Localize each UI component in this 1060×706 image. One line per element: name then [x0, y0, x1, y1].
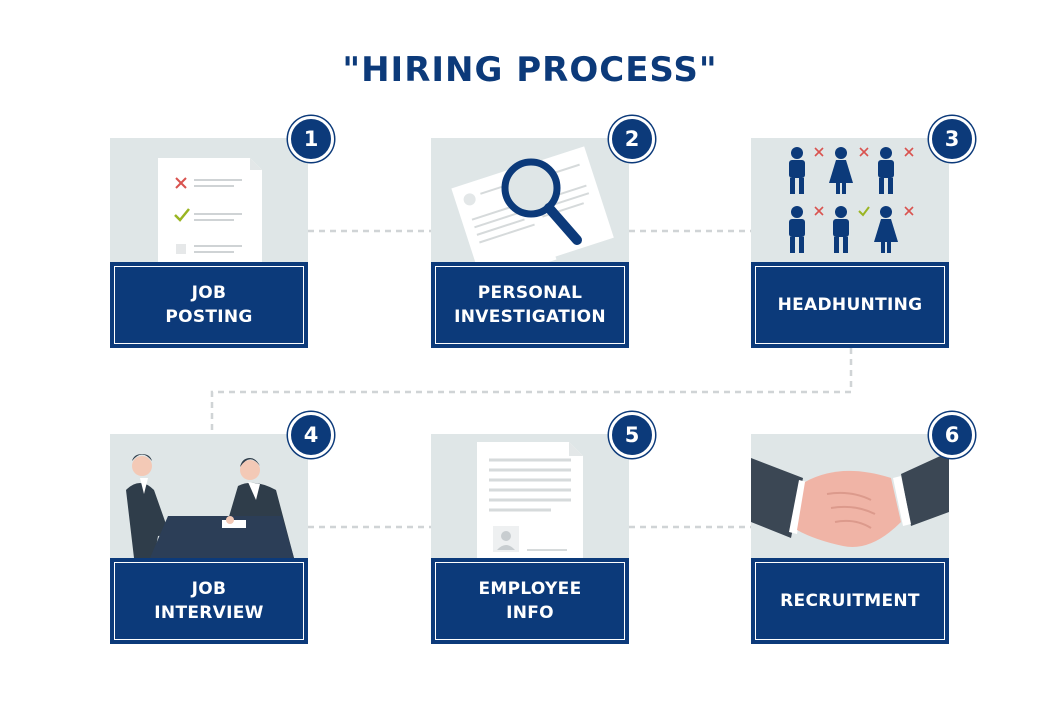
step-label: PERSONAL INVESTIGATION	[431, 262, 629, 348]
step-number-badge: 6	[929, 412, 975, 458]
step-illustration	[751, 138, 949, 262]
step-label: JOB POSTING	[110, 262, 308, 348]
employee-file-icon	[477, 442, 583, 558]
step-headhunting: HEADHUNTING 3	[751, 116, 975, 348]
step-number-badge: 3	[929, 116, 975, 162]
step-number-badge: 4	[288, 412, 334, 458]
interview-meeting-icon	[126, 454, 294, 558]
step-number-badge: 2	[609, 116, 655, 162]
step-label: EMPLOYEE INFO	[431, 558, 629, 644]
magnifier-resume-icon	[451, 146, 614, 262]
step-label: JOB INTERVIEW	[110, 558, 308, 644]
step-recruitment: RECRUITMENT 6	[751, 412, 975, 644]
step-number-badge: 5	[609, 412, 655, 458]
step-personal-investigation: PERSONAL INVESTIGATION 2	[431, 116, 655, 348]
step-job-interview: JOB INTERVIEW 4	[110, 412, 334, 644]
candidate-selection-icon	[789, 147, 914, 253]
checklist-document-icon	[158, 158, 262, 262]
step-job-posting: JOB POSTING 1	[110, 116, 334, 348]
step-illustration	[110, 434, 308, 558]
handshake-icon	[751, 452, 949, 547]
step-illustration	[431, 434, 629, 558]
step-illustration	[431, 138, 629, 262]
step-employee-info: EMPLOYEE INFO 5	[431, 412, 655, 644]
page-title: "HIRING PROCESS"	[342, 50, 718, 90]
step-label: HEADHUNTING	[751, 262, 949, 348]
step-number-badge: 1	[288, 116, 334, 162]
step-illustration	[751, 434, 949, 558]
step-label: RECRUITMENT	[751, 558, 949, 644]
step-illustration	[110, 138, 308, 262]
